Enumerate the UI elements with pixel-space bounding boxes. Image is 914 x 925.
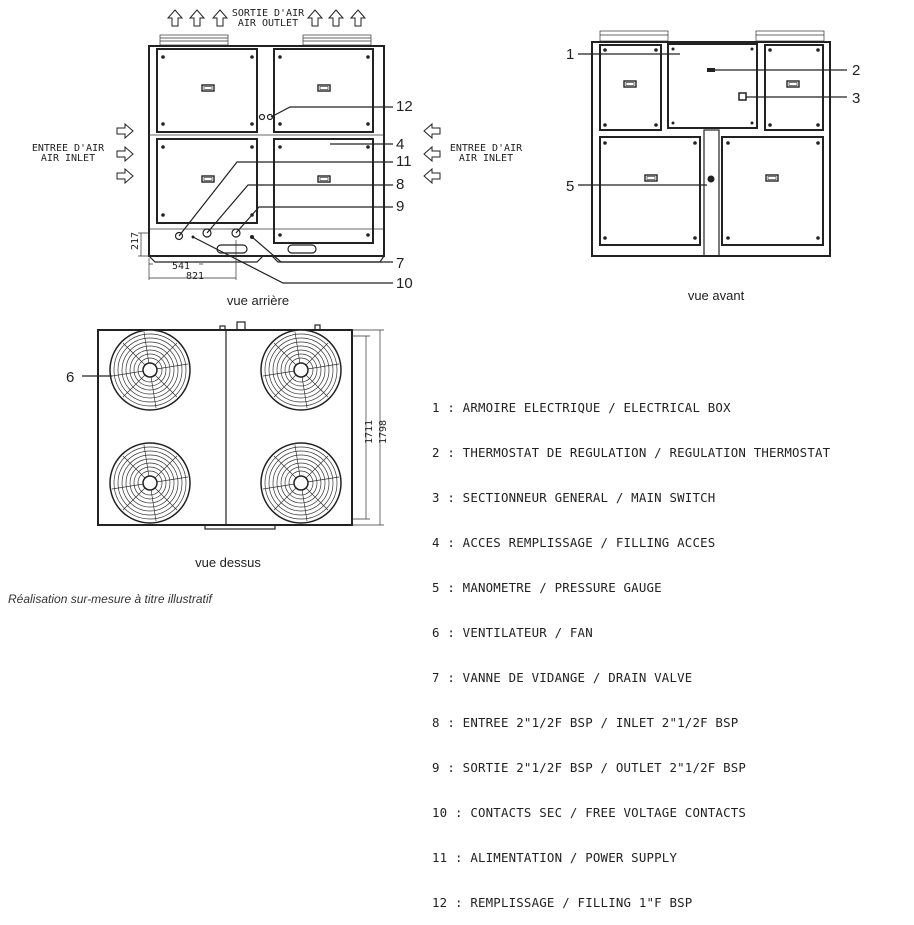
legend-item: 11 : ALIMENTATION / POWER SUPPLY (432, 850, 678, 865)
dim-1798: 1798 (378, 420, 389, 444)
power-supply-port (174, 231, 184, 241)
air-outlet-arrow-icon (307, 9, 323, 27)
outlet-port (231, 228, 241, 238)
regulation-thermostat (707, 68, 715, 72)
air-inlet-label-fr: ENTREE D'AIR (450, 143, 523, 154)
rear-view-caption: vue arrière (227, 293, 289, 308)
dim-1711: 1711 (364, 420, 375, 444)
callout-1: 1 (566, 46, 574, 63)
callout-12: 12 (396, 98, 413, 115)
technical-drawing: SORTIE D'AIR AIR OUTLET (32, 8, 860, 570)
main-switch (738, 92, 747, 101)
footnote: Réalisation sur-mesure à titre illustrat… (8, 592, 212, 606)
dim-821: 821 (186, 271, 204, 282)
rear-panel (273, 138, 374, 244)
air-inlet-label-en: AIR INLET (459, 153, 513, 164)
callout-11: 11 (396, 153, 412, 170)
front-frame (591, 41, 831, 257)
rear-view: SORTIE D'AIR AIR OUTLET (32, 8, 523, 308)
dim-217: 217 (130, 232, 141, 250)
front-view-caption: vue avant (688, 288, 745, 303)
fan-icon (109, 329, 191, 411)
legend-item: 7 : VANNE DE VIDANGE / DRAIN VALVE (432, 670, 693, 685)
callout-5: 5 (566, 178, 574, 195)
air-outlet-arrow-icon (328, 9, 344, 27)
fan-icon (260, 442, 342, 524)
legend-item: 8 : ENTREE 2"1/2F BSP / INLET 2"1/2F BSP (432, 715, 739, 730)
electrical-box (667, 43, 758, 129)
air-outlet-arrow-icon (212, 9, 228, 27)
legend-item: 9 : SORTIE 2"1/2F BSP / OUTLET 2"1/2F BS… (432, 760, 747, 775)
air-outlet-label-en: AIR OUTLET (238, 18, 298, 29)
legend-item: 12 : REMPLISSAGE / FILLING 1"F BSP (432, 895, 693, 910)
callout-6: 6 (66, 369, 74, 386)
top-view-caption: vue dessus (195, 555, 261, 570)
callout-8: 8 (396, 176, 404, 193)
rear-frame (148, 45, 385, 257)
legend-item: 6 : VENTILATEUR / FAN (432, 625, 593, 640)
air-inlet-label-en: AIR INLET (41, 153, 95, 164)
rear-panel (156, 48, 258, 133)
air-outlet-arrow-icon (350, 9, 366, 27)
callout-10: 10 (396, 275, 413, 292)
legend-item: 3 : SECTIONNEUR GENERAL / MAIN SWITCH (432, 490, 716, 505)
pressure-gauge (707, 175, 715, 183)
fan-icon (109, 442, 191, 524)
legend: 1 : ARMOIRE ELECTRIQUE / ELECTRICAL BOX … (432, 370, 830, 925)
legend-item: 1 : ARMOIRE ELECTRIQUE / ELECTRICAL BOX (432, 400, 731, 415)
callout-3: 3 (852, 90, 860, 107)
air-inlet-label-fr: ENTREE D'AIR (32, 143, 105, 154)
air-outlet-arrow-icon (167, 9, 183, 27)
fan-guard-top-left (159, 34, 229, 46)
inlet-port (202, 228, 212, 238)
callout-7: 7 (396, 255, 404, 272)
legend-item: 2 : THERMOSTAT DE REGULATION / REGULATIO… (432, 445, 831, 460)
callout-9: 9 (396, 198, 404, 215)
top-view: 6 1711 1798 vue dessus (66, 321, 389, 570)
dim-541: 541 (172, 261, 190, 272)
air-outlet-arrow-icon (189, 9, 205, 27)
legend-item: 10 : CONTACTS SEC / FREE VOLTAGE CONTACT… (432, 805, 747, 820)
legend-item: 4 : ACCES REMPLISSAGE / FILLING ACCES (432, 535, 716, 550)
front-view: 1 2 3 5 vue avant (566, 30, 860, 303)
legend-item: 5 : MANOMETRE / PRESSURE GAUGE (432, 580, 662, 595)
callout-2: 2 (852, 62, 860, 79)
rear-panel (156, 138, 258, 224)
air-outlet-label-fr: SORTIE D'AIR (232, 8, 305, 19)
fan-guard-top-right (302, 34, 372, 46)
fan-icon (260, 329, 342, 411)
rear-panel (273, 48, 374, 133)
callout-4: 4 (396, 136, 404, 153)
